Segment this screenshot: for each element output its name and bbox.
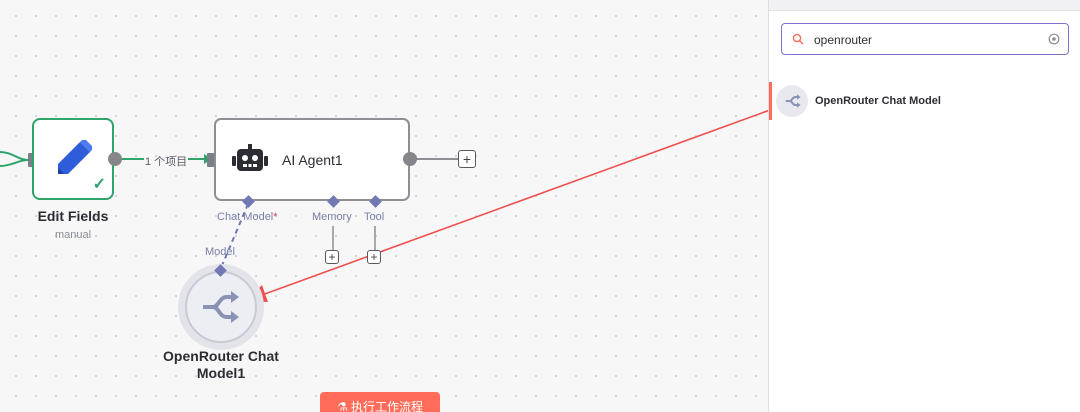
edit-fields-output-port[interactable] [108, 152, 122, 166]
clear-search-icon[interactable] [1048, 33, 1060, 45]
node-search-field[interactable] [781, 23, 1069, 55]
openrouter-chat-model-node[interactable] [178, 264, 264, 350]
execute-workflow-button[interactable]: ⚗ 执行工作流程 [320, 392, 440, 412]
tool-port-label: Tool [364, 211, 385, 223]
search-icon [792, 33, 804, 45]
node-creator-panel: OpenRouter Chat Model [768, 0, 1080, 412]
panel-header-strip [769, 0, 1080, 11]
openrouter-node-title: OpenRouter Chat Model1 [163, 348, 279, 381]
connection-item-count: 1 个项目 [145, 156, 188, 168]
robot-icon [232, 144, 268, 171]
add-memory-button[interactable]: + [325, 250, 339, 264]
workflow-canvas[interactable]: ✓ Edit Fields manual 1 个项目 AI Agent1 + C… [0, 0, 768, 412]
edit-fields-subtitle: manual [54, 229, 92, 241]
pencil-icon [58, 140, 92, 174]
add-next-node-button[interactable]: + [458, 150, 476, 168]
connections-layer [0, 109, 768, 302]
ai-agent-output-port[interactable] [403, 152, 417, 166]
model-port-label: Model [205, 246, 235, 258]
edit-fields-node[interactable]: ✓ [32, 118, 114, 200]
required-marker: * [273, 211, 278, 223]
add-tool-button[interactable]: + [367, 250, 381, 264]
chat-model-port-label: Chat Model* [217, 211, 278, 223]
memory-port-label: Memory [312, 211, 352, 223]
openrouter-icon [776, 85, 808, 117]
execute-workflow-label: 执行工作流程 [351, 400, 424, 412]
active-result-indicator [769, 82, 772, 120]
ai-agent-title: AI Agent1 [282, 152, 343, 168]
edit-fields-title: Edit Fields [37, 208, 109, 224]
success-check-icon: ✓ [92, 176, 106, 193]
openrouter-icon [203, 291, 239, 323]
ai-agent-input-port[interactable] [207, 153, 215, 167]
search-result-openrouter-chat-model[interactable]: OpenRouter Chat Model [769, 82, 1080, 120]
ai-agent-node[interactable]: AI Agent1 [214, 118, 410, 201]
flask-icon: ⚗ [336, 400, 348, 412]
node-search-input[interactable] [812, 29, 1036, 51]
search-result-label: OpenRouter Chat Model [815, 95, 941, 107]
